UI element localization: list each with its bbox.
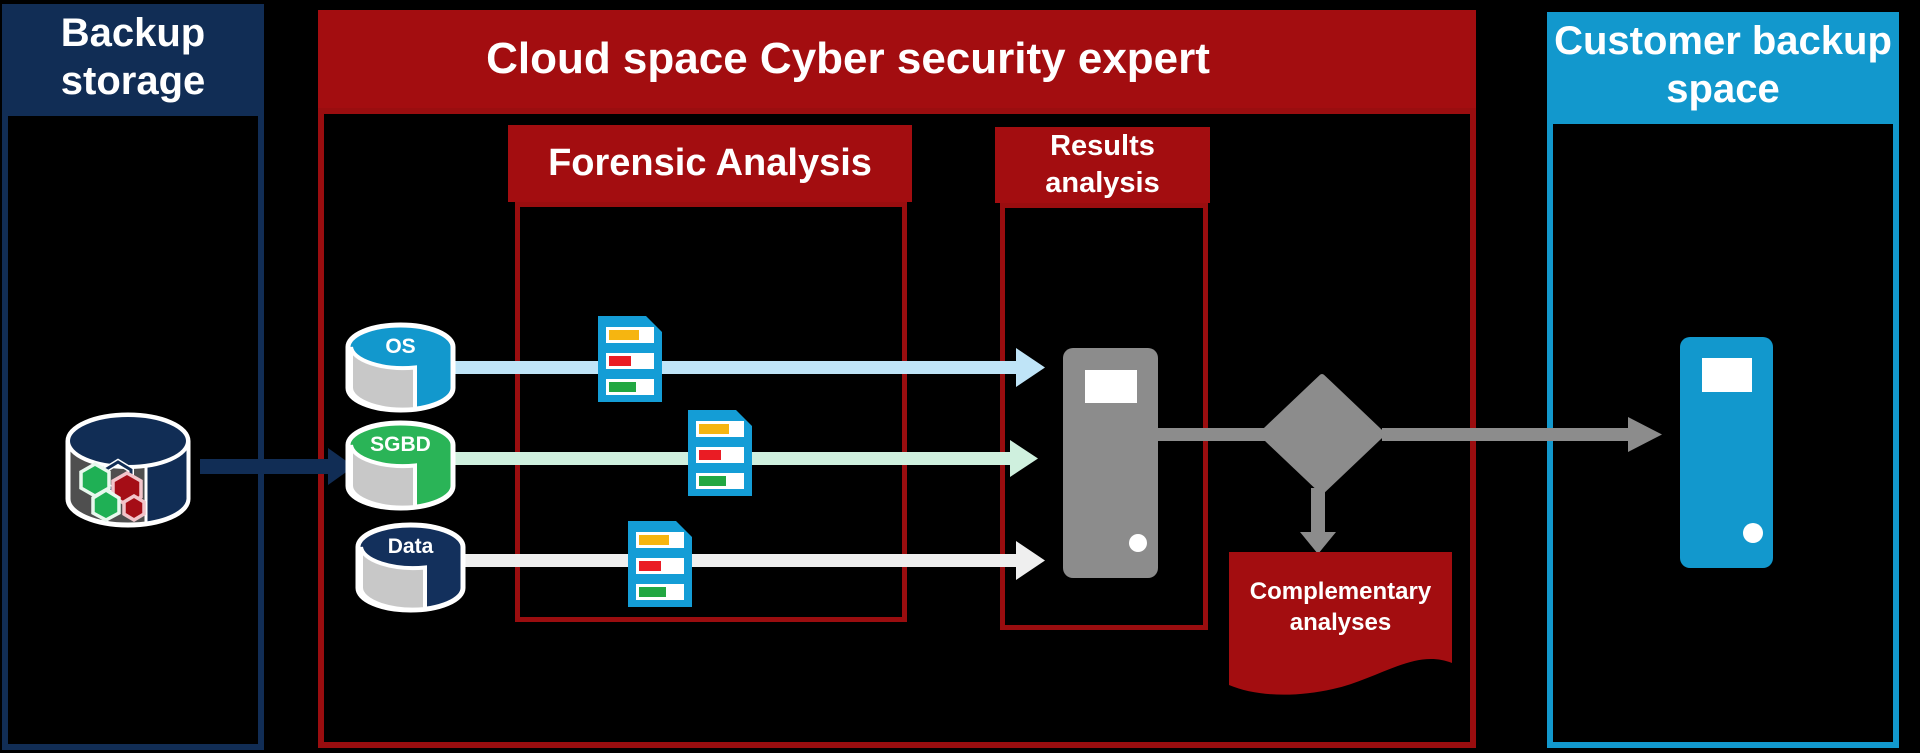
backup-storage-header: Backup storage [2,4,264,110]
report-bar-green [699,476,726,486]
backup-to-sgbd-arrow [200,448,354,485]
backup-database-top [66,413,190,469]
results-analysis-header: Results analysis [995,127,1210,203]
report-bar-red [609,356,631,366]
os-cylinder-label: OS [385,335,416,358]
server-slot [1085,370,1137,403]
backup-database-icon [65,412,191,528]
server-to-decision-connector [1158,428,1268,441]
server-led [1129,534,1147,552]
backup-storage-panel [2,110,264,750]
server-slot [1702,358,1752,392]
complementary-banner-title: Complementary analyses [1249,578,1432,636]
customer-backup-header: Customer backup space [1547,12,1899,118]
os-analysis-arrow [451,348,1045,387]
os-cylinder-gray [349,346,417,412]
data-analysis-arrow [461,541,1045,580]
forensic-analysis-header: Forensic Analysis [508,125,912,202]
server-led [1743,523,1763,543]
forensic-analysis-panel [515,202,907,622]
decision-down-arrowhead [1300,532,1336,554]
backup-storage-title: Backup storage [60,11,206,103]
data-cylinder-label: Data [387,535,434,558]
data-cylinder-gray [359,546,427,612]
complementary-banner-shape [1229,552,1452,695]
report-bar-red [639,561,661,571]
hexagon-red2-icon [122,493,146,523]
hexagon-green2-icon [91,487,121,522]
analysis-server-icon [1063,348,1158,578]
server-tower [1680,337,1773,568]
report-bar-red [699,450,721,460]
sgbd-cylinder-icon [345,420,456,511]
sgbd-cylinder-label: SGBD [370,433,431,456]
decision-down-shaft [1311,488,1325,532]
os-report-icon [598,316,662,402]
results-analysis-panel [1000,203,1208,630]
sgbd-report-icon [688,410,752,496]
customer-backup-title: Customer backup space [1554,19,1892,111]
data-report-icon [628,521,692,607]
customer-server-icon [1680,337,1773,568]
decision-diamond [1259,374,1385,494]
os-cylinder-icon [345,322,456,413]
server-tower [1063,348,1158,578]
report-bar-green [639,587,666,597]
report-bar-orange [639,535,669,545]
sgbd-cylinder-gray [349,444,417,510]
report-bar-orange [609,330,639,340]
results-analysis-title: Results analysis [1045,130,1160,199]
cloud-space-title: Cloud space Cyber security expert [486,34,1210,83]
forensic-analysis-title: Forensic Analysis [548,142,872,184]
report-bar-orange [699,424,729,434]
data-cylinder-icon [355,522,466,613]
cloud-space-header: Cloud space Cyber security expert [318,10,1476,108]
report-bar-green [609,382,636,392]
decision-to-customer-arrow [1382,417,1662,452]
